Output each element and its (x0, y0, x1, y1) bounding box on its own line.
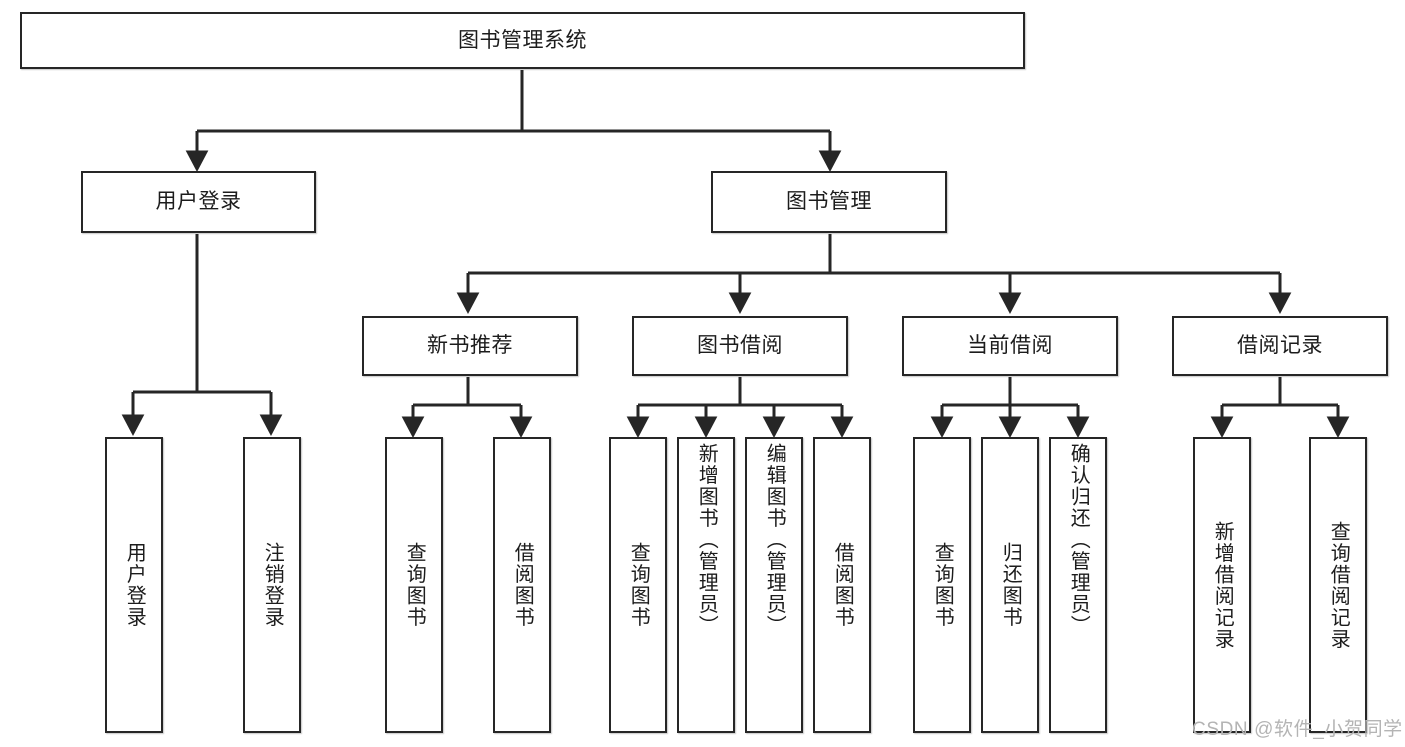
node-root-system[interactable]: 图书管理系统 (20, 12, 1025, 69)
node-label: 用户登录 (123, 542, 146, 628)
leaf-current-query-book[interactable]: 查询图书 (913, 437, 971, 733)
node-label: 新增图书（管理员） (695, 443, 718, 637)
leaf-records-query-record[interactable]: 查询借阅记录 (1309, 437, 1367, 733)
leaf-borrow-borrow-book[interactable]: 借阅图书 (813, 437, 871, 733)
leaf-current-confirm-return-admin[interactable]: 确认归还（管理员） (1049, 437, 1107, 733)
node-current-borrow[interactable]: 当前借阅 (902, 316, 1118, 376)
node-label: 图书管理 (786, 190, 872, 214)
node-label: 查询借阅记录 (1327, 520, 1350, 650)
node-borrow-records[interactable]: 借阅记录 (1172, 316, 1388, 376)
node-label: 确认归还（管理员） (1067, 443, 1090, 637)
node-user-login[interactable]: 用户登录 (81, 171, 316, 233)
leaf-user-login-logout[interactable]: 注销登录 (243, 437, 301, 733)
leaf-user-login-login[interactable]: 用户登录 (105, 437, 163, 733)
leaf-new-book-borrow[interactable]: 借阅图书 (493, 437, 551, 733)
leaf-borrow-edit-book-admin[interactable]: 编辑图书（管理员） (745, 437, 803, 733)
leaf-records-add-record[interactable]: 新增借阅记录 (1193, 437, 1251, 733)
node-label: 编辑图书（管理员） (763, 443, 786, 637)
node-label: 归还图书 (999, 542, 1022, 628)
leaf-new-book-query[interactable]: 查询图书 (385, 437, 443, 733)
node-label: 新增借阅记录 (1211, 520, 1234, 650)
node-book-management[interactable]: 图书管理 (711, 171, 947, 233)
leaf-borrow-query-book[interactable]: 查询图书 (609, 437, 667, 733)
node-label: 借阅记录 (1237, 334, 1323, 358)
leaf-current-return-book[interactable]: 归还图书 (981, 437, 1039, 733)
node-label: 借阅图书 (511, 542, 534, 628)
node-label: 图书借阅 (697, 334, 783, 358)
node-label: 用户登录 (155, 190, 242, 214)
node-new-book-recommend[interactable]: 新书推荐 (362, 316, 578, 376)
node-label: 查询图书 (403, 542, 426, 628)
watermark-credit: CSDN @软件_小贺同学 (1192, 719, 1403, 740)
leaf-borrow-add-book-admin[interactable]: 新增图书（管理员） (677, 437, 735, 733)
node-label: 借阅图书 (831, 542, 854, 628)
node-label: 当前借阅 (967, 334, 1053, 358)
node-label: 查询图书 (931, 542, 954, 628)
node-label: 新书推荐 (427, 334, 513, 358)
node-label: 查询图书 (627, 542, 650, 628)
node-label: 注销登录 (261, 542, 284, 628)
node-book-borrow[interactable]: 图书借阅 (632, 316, 848, 376)
node-label: 图书管理系统 (458, 28, 587, 52)
